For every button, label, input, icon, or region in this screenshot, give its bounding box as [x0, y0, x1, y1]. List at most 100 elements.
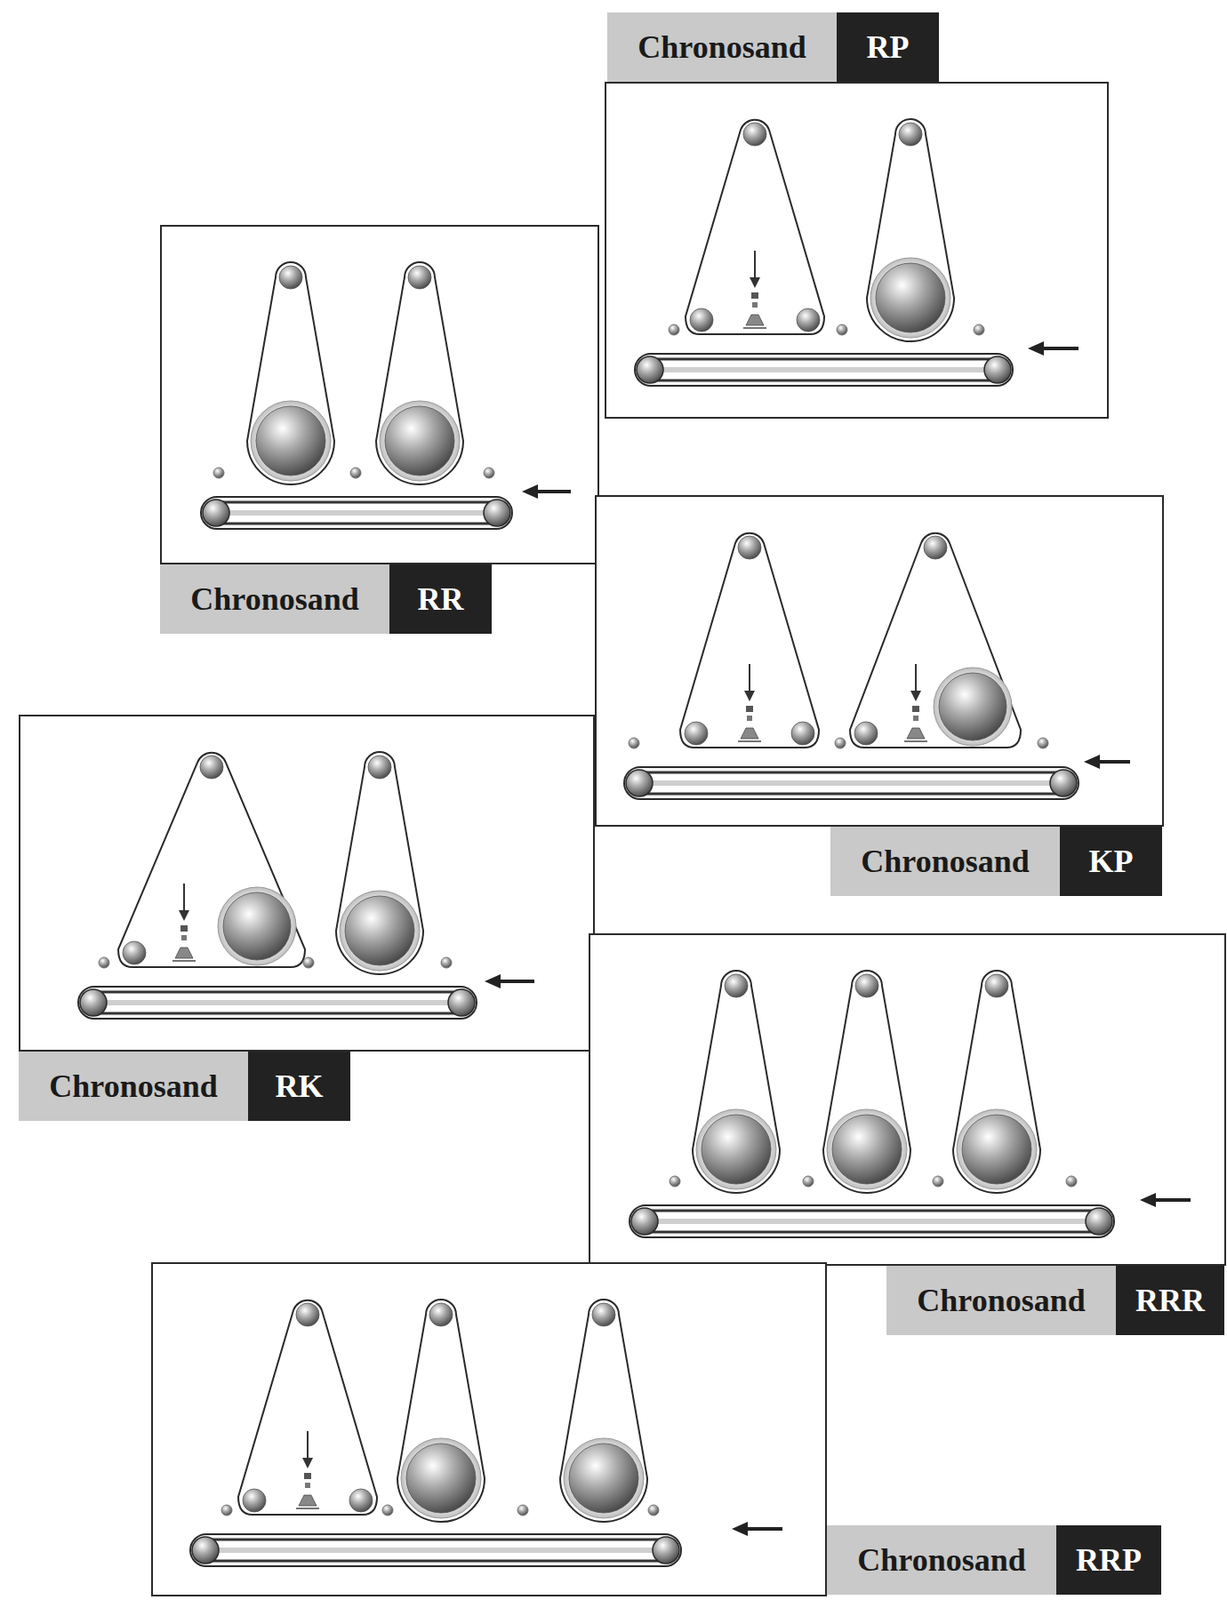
ball [724, 974, 748, 998]
panel-label: ChronosandRK [18, 1051, 351, 1122]
panel-label: ChronosandRRP [826, 1525, 1162, 1596]
ball [368, 755, 392, 779]
direction-arrow [521, 484, 571, 499]
guide-dot [669, 1176, 681, 1187]
ball [223, 892, 291, 961]
product-name: Chronosand [830, 826, 1060, 897]
machine-illustration [606, 83, 1107, 418]
ball [279, 265, 303, 289]
belt-loop [692, 970, 780, 1194]
model-code: RP [836, 12, 939, 82]
belt-loop [397, 1299, 485, 1523]
ball [569, 1443, 639, 1514]
ball [938, 673, 1007, 741]
guide-dot [648, 1505, 659, 1516]
panel-label: ChronosandRR [160, 564, 492, 634]
ball [408, 265, 432, 289]
machine-panel: ChronosandRP [604, 81, 1109, 419]
belt-triangle [850, 533, 1021, 748]
ball [429, 1303, 453, 1327]
ball-halo [870, 257, 951, 338]
ball [344, 896, 415, 966]
ball [832, 1114, 902, 1185]
ball-halo [217, 887, 297, 966]
belt-triangle [118, 753, 305, 968]
model-code: RRR [1115, 1266, 1225, 1336]
guide-dot [834, 737, 846, 749]
ball [743, 122, 767, 146]
direction-arrow [731, 1522, 783, 1537]
belt-triangle [685, 120, 825, 335]
conveyor-belt [634, 353, 1013, 386]
drop-symbol [743, 250, 767, 329]
guide-dot [1066, 1176, 1077, 1187]
ball [349, 1489, 373, 1513]
product-name: Chronosand [886, 1266, 1116, 1336]
drop-symbol [737, 664, 762, 742]
machine-panel: ChronosandKP [594, 495, 1164, 827]
ball [962, 1114, 1032, 1185]
conveyor-belt [629, 1205, 1115, 1238]
belt-loop [336, 752, 424, 975]
ball [985, 974, 1009, 998]
model-code: RRP [1056, 1525, 1162, 1596]
guide-dot [668, 324, 680, 336]
conveyor-belt [200, 497, 513, 530]
belt-triangle [680, 533, 819, 748]
ball-halo [696, 1109, 777, 1190]
guide-dot [221, 1505, 233, 1516]
guide-dot [98, 957, 110, 969]
guide-dot [973, 324, 985, 336]
ball [689, 308, 714, 332]
conveyor-belt [78, 986, 477, 1019]
drop-symbol [904, 664, 928, 742]
panel-label: ChronosandRRR [886, 1266, 1225, 1336]
ball-halo [563, 1438, 644, 1519]
belt-loop [376, 262, 464, 485]
ball [384, 406, 455, 476]
guide-dot [303, 957, 314, 969]
belt-loop [866, 119, 955, 342]
machine-illustration [590, 935, 1225, 1265]
model-code: RK [248, 1051, 351, 1122]
product-name: Chronosand [607, 12, 837, 82]
direction-arrow [1139, 1193, 1191, 1208]
ball [796, 308, 820, 332]
machine-illustration [152, 1264, 826, 1596]
guide-dot [382, 1505, 393, 1516]
ball [875, 263, 946, 333]
belt-loop [953, 970, 1041, 1194]
ball [256, 406, 326, 476]
drop-symbol [296, 1431, 320, 1509]
ball [923, 536, 947, 560]
ball-halo [933, 667, 1012, 746]
direction-arrow [484, 974, 535, 989]
model-code: RR [389, 564, 492, 634]
ball-halo [379, 400, 460, 482]
guide-dot [628, 737, 640, 749]
guide-dot [441, 957, 452, 969]
belt-loop [247, 262, 335, 485]
ball [296, 1303, 320, 1327]
machine-panel: ChronosandRRR [588, 933, 1227, 1267]
guide-dot [517, 1505, 529, 1516]
ball-halo [339, 890, 420, 971]
ball [592, 1303, 616, 1327]
ball-halo [826, 1109, 907, 1190]
ball [737, 536, 762, 560]
drop-symbol [172, 883, 196, 962]
product-name: Chronosand [160, 564, 390, 634]
belt-triangle [238, 1300, 377, 1516]
direction-arrow [1083, 754, 1131, 770]
ball [122, 941, 146, 965]
model-code: KP [1059, 826, 1163, 897]
ball [200, 755, 224, 779]
machine-panel: ChronosandRK [18, 714, 595, 1052]
ball-halo [956, 1109, 1037, 1190]
ball-halo [400, 1438, 482, 1519]
ball [684, 721, 708, 746]
ball [701, 1114, 771, 1185]
ball [898, 122, 923, 146]
panel-label: ChronosandKP [830, 826, 1163, 897]
